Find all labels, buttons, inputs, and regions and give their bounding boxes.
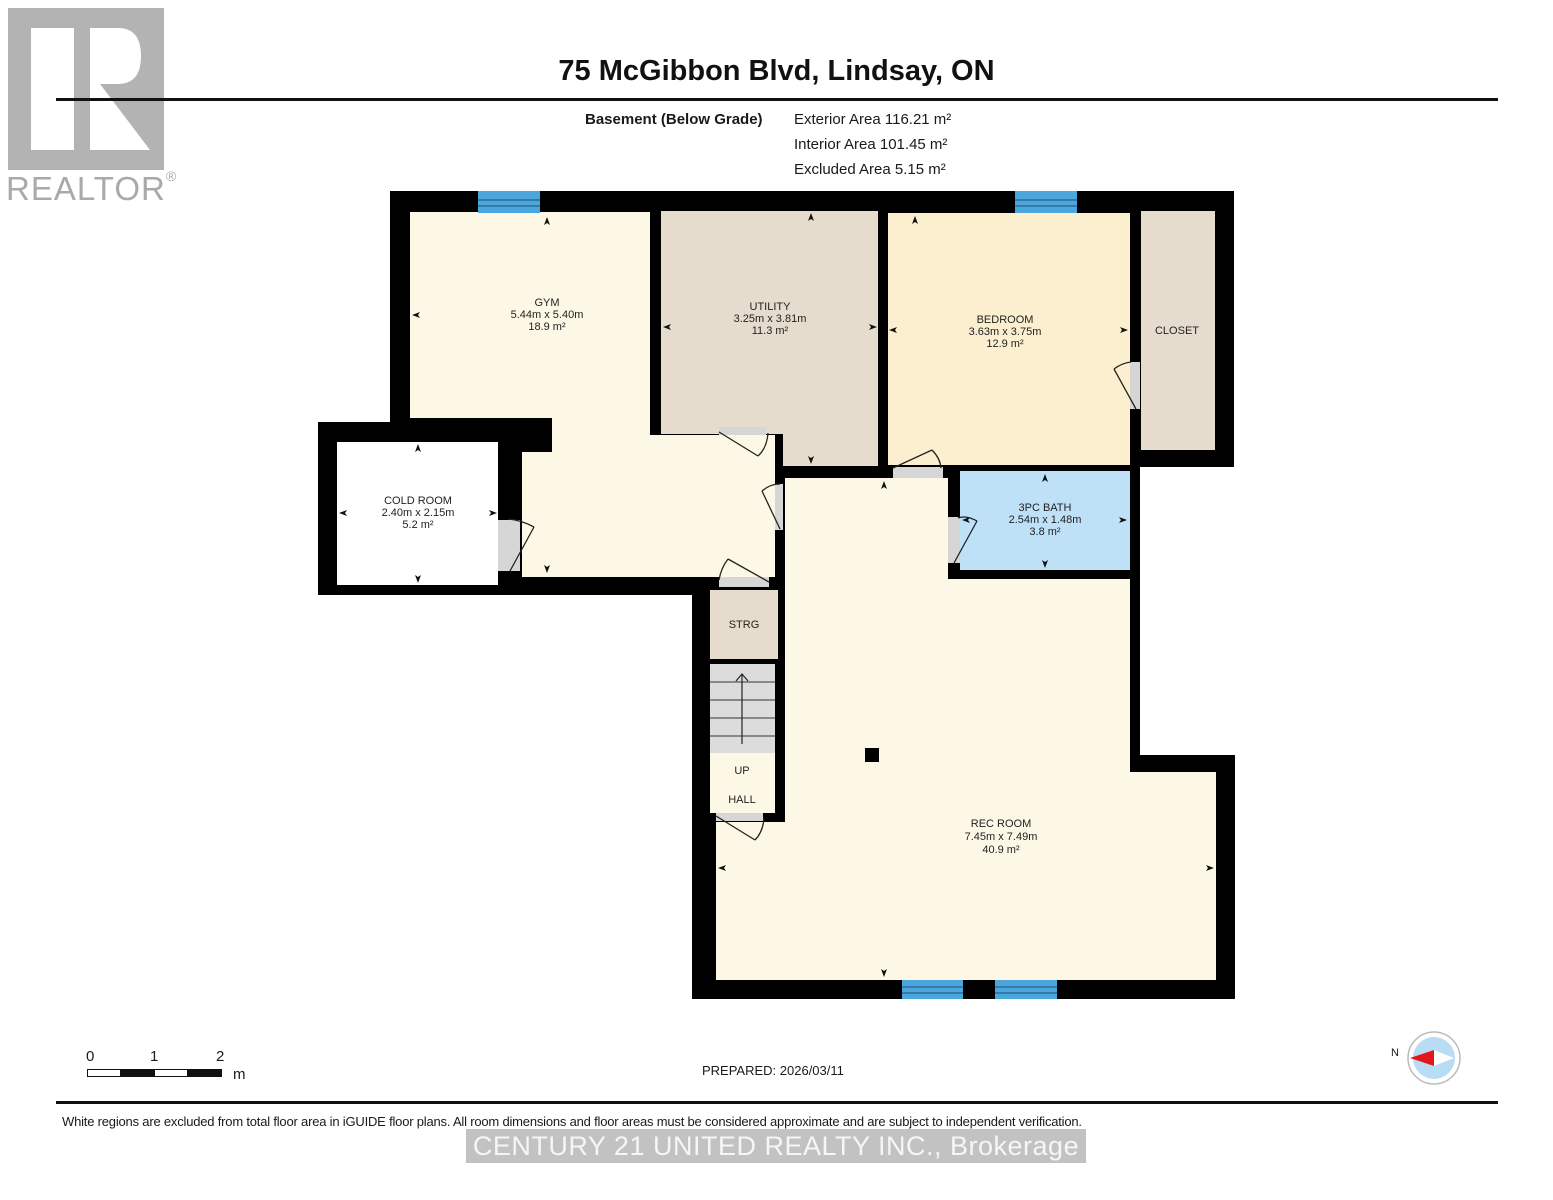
bath-area: 3.8 m² [1029,526,1061,538]
window-icon [1015,191,1077,213]
room-labels: GYM 5.44m x 5.40m 18.9 m² UTILITY 3.25m … [382,297,1200,856]
realtor-logo-icon [8,8,164,170]
door-icon [715,813,765,841]
room-cold-room [337,442,498,585]
door-icon [761,483,783,530]
support-column [865,748,879,762]
scale-tick-1: 1 [150,1048,159,1065]
disclaimer-text: White regions are excluded from total fl… [62,1114,1082,1129]
realtor-brand-text: REALTOR [6,170,166,207]
room-closet [1141,211,1215,450]
cold-room-area: 5.2 m² [402,519,434,531]
prepared-date: PREPARED: 2026/03/11 [702,1063,844,1078]
room-rec-room [716,478,1216,980]
storage-name: STRG [729,619,760,631]
utility-dims: 3.25m x 3.81m [734,313,807,325]
doors [498,361,1140,841]
scale-tick-2: 2 [216,1048,225,1065]
room-bedroom [888,213,1130,465]
compass-north-label: N [1391,1047,1399,1059]
footer-divider [56,1101,1498,1104]
rec-room-dims: 7.45m x 7.49m [965,831,1038,843]
window-icon [995,980,1057,999]
bedroom-dims: 3.63m x 3.75m [969,326,1042,338]
gym-area: 18.9 m² [528,321,566,333]
realtor-wordmark: REALTOR® [6,168,178,208]
gym-name: GYM [534,297,559,309]
windows [478,191,1077,999]
exterior-area: Exterior Area 116.21 m² [794,111,952,128]
door-icon [892,449,943,478]
utility-name: UTILITY [750,301,792,313]
room-utility [661,211,878,434]
room-3pc-bath [960,471,1130,570]
gym-dims: 5.44m x 5.40m [511,309,584,321]
door-icon [498,518,535,572]
cold-room-name: COLD ROOM [384,495,452,507]
scale-bar: 0 1 2 m [86,1048,266,1088]
compass: N [1388,1030,1464,1086]
stairs-up-label: UP [734,765,749,777]
scale-bar-graphic [87,1069,222,1077]
door-icon [1113,361,1140,410]
registered-mark: ® [165,168,178,184]
room-gym [410,212,775,577]
interior-area: Interior Area 101.45 m² [794,136,948,153]
scale-unit: m [233,1066,246,1083]
door-icon [948,516,978,564]
excluded-area: Excluded Area 5.15 m² [794,161,946,178]
bedroom-name: BEDROOM [977,314,1034,326]
dimension-markers [339,213,1214,977]
window-icon [902,980,963,999]
hall-name: HALL [728,794,756,806]
realtor-r-icon [8,8,164,170]
brokerage-watermark: CENTURY 21 UNITED REALTY INC., Brokerage [466,1129,1086,1163]
room-hall [710,753,775,813]
room-storage [710,590,778,659]
rec-room-name: REC ROOM [971,818,1032,830]
cold-room-dims: 2.40m x 2.15m [382,507,455,519]
page-title: 75 McGibbon Blvd, Lindsay, ON [558,55,995,87]
bath-dims: 2.54m x 1.48m [1009,514,1082,526]
door-icon [718,427,769,457]
stairs [710,664,775,753]
rec-room-area: 40.9 m² [982,844,1020,856]
scale-tick-0: 0 [86,1048,95,1065]
north-arrow-icon [1407,1031,1461,1085]
door-icon [718,558,770,587]
title-divider [56,98,1498,101]
closet-name: CLOSET [1155,325,1199,337]
bedroom-area: 12.9 m² [986,338,1024,350]
window-icon [478,191,540,213]
bath-name: 3PC BATH [1019,502,1072,514]
room-utility-alcove [783,434,878,466]
floor-level-label: Basement (Below Grade) [585,111,763,128]
utility-area: 11.3 m² [752,325,789,337]
